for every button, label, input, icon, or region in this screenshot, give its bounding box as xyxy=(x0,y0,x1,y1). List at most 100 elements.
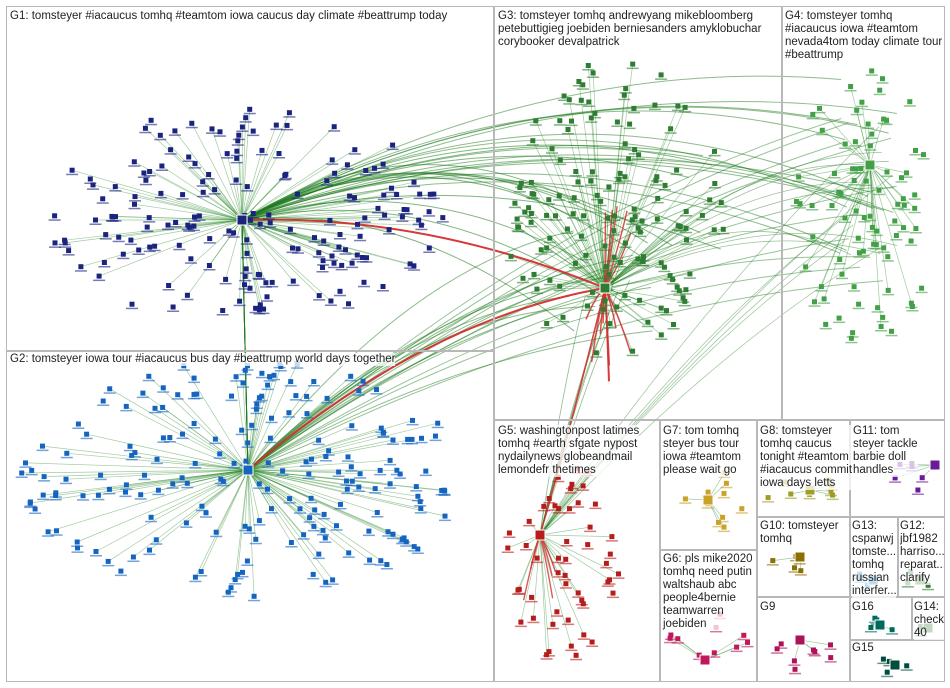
node-label-mark xyxy=(345,470,358,472)
node-label-mark xyxy=(672,229,685,231)
node-g1 xyxy=(96,273,102,279)
node-g3 xyxy=(674,167,680,173)
edge xyxy=(154,408,249,471)
node-label-mark xyxy=(408,185,420,188)
node-g1 xyxy=(206,172,212,177)
node-g2 xyxy=(123,489,128,495)
node-g1 xyxy=(427,191,433,197)
node-label-mark xyxy=(637,265,650,267)
node-g4 xyxy=(848,84,854,89)
node-label-mark xyxy=(394,477,407,479)
node-label-mark xyxy=(815,290,828,292)
node-label-mark xyxy=(590,356,603,358)
node-g2 xyxy=(253,536,259,542)
node-g3 xyxy=(564,226,570,232)
node-g1 xyxy=(120,251,126,257)
edge xyxy=(535,120,606,289)
node-label-mark xyxy=(214,482,227,485)
node-label-mark xyxy=(48,219,61,221)
node-g2 xyxy=(324,395,330,401)
node-label-mark xyxy=(607,234,620,236)
node-label-mark xyxy=(414,505,427,507)
edge xyxy=(80,219,243,268)
node-g4 xyxy=(878,324,884,329)
edge xyxy=(241,219,261,305)
node-g3 xyxy=(611,254,617,260)
edge xyxy=(247,469,391,485)
node-g4 xyxy=(880,314,886,320)
node-g1 xyxy=(148,117,154,123)
node-label-mark xyxy=(253,487,266,489)
node-g3 xyxy=(654,216,660,222)
node-g1 xyxy=(327,217,333,223)
node-label-mark xyxy=(143,250,156,253)
node-g2 xyxy=(390,531,396,537)
node-g4 xyxy=(810,234,816,240)
node-label-mark xyxy=(414,512,427,514)
edge xyxy=(869,164,889,291)
node-label-mark xyxy=(38,480,51,482)
node-g3 xyxy=(538,247,544,253)
node-g15 xyxy=(886,658,892,664)
edge xyxy=(247,122,849,471)
node-label-mark xyxy=(125,458,138,461)
node-g2 xyxy=(198,569,204,574)
node-g1 xyxy=(62,240,68,246)
edge xyxy=(241,124,277,221)
node-g1 xyxy=(212,187,218,193)
node-g3 xyxy=(614,304,620,310)
node-g2 xyxy=(344,486,350,492)
node-g3 xyxy=(684,237,689,243)
node-g4 xyxy=(851,178,857,183)
node-label-mark xyxy=(372,211,384,214)
node-g2 xyxy=(64,450,70,456)
group-label-g4: G4: tomsteyer tomhq #iacaucus iowa #team… xyxy=(785,10,943,62)
node-g3 xyxy=(712,181,718,186)
node-g5 xyxy=(565,617,571,623)
edge xyxy=(604,151,883,289)
node-g3 xyxy=(576,79,582,84)
node-g4 xyxy=(809,203,815,208)
group-label-g6: G6: pls mike2020 tomhq need putin waltsh… xyxy=(663,553,753,631)
edge xyxy=(539,526,591,536)
node-g1 xyxy=(344,162,350,168)
node-g5 xyxy=(550,621,556,627)
node-label-mark xyxy=(231,144,244,146)
edge xyxy=(520,534,541,623)
edge xyxy=(199,215,243,221)
node-label-mark xyxy=(693,658,706,661)
node-g2 xyxy=(435,420,441,426)
node-label-mark xyxy=(50,534,63,536)
edge xyxy=(247,469,405,539)
node-g2 xyxy=(203,510,209,516)
node-g2 xyxy=(225,589,231,595)
group-box-g4 xyxy=(782,6,945,420)
edge xyxy=(241,200,588,264)
node-label-mark xyxy=(49,496,62,498)
node-label-mark xyxy=(542,203,555,205)
group-box-g6 xyxy=(660,550,757,682)
node-g3 xyxy=(667,273,673,279)
edge xyxy=(531,182,606,289)
node-g1 xyxy=(101,260,107,265)
edge xyxy=(241,219,320,296)
edge xyxy=(559,285,606,289)
node-g1 xyxy=(418,222,424,228)
node-g6 xyxy=(711,650,717,656)
node-g3 xyxy=(589,169,595,175)
edge xyxy=(241,158,894,221)
node-g2 xyxy=(212,436,218,442)
node-label-mark xyxy=(628,212,641,214)
node-label-mark xyxy=(346,484,359,487)
node-label-mark xyxy=(911,493,924,495)
node-g2 xyxy=(326,448,332,454)
node-label-mark xyxy=(257,312,270,315)
node-label-mark xyxy=(374,564,387,566)
node-label-mark xyxy=(283,116,296,118)
node-g2 xyxy=(316,437,322,443)
node-label-mark xyxy=(37,498,50,501)
node-g7 xyxy=(721,524,727,530)
node-g4 xyxy=(842,215,848,221)
node-g4 xyxy=(829,203,835,208)
edge xyxy=(150,469,249,518)
